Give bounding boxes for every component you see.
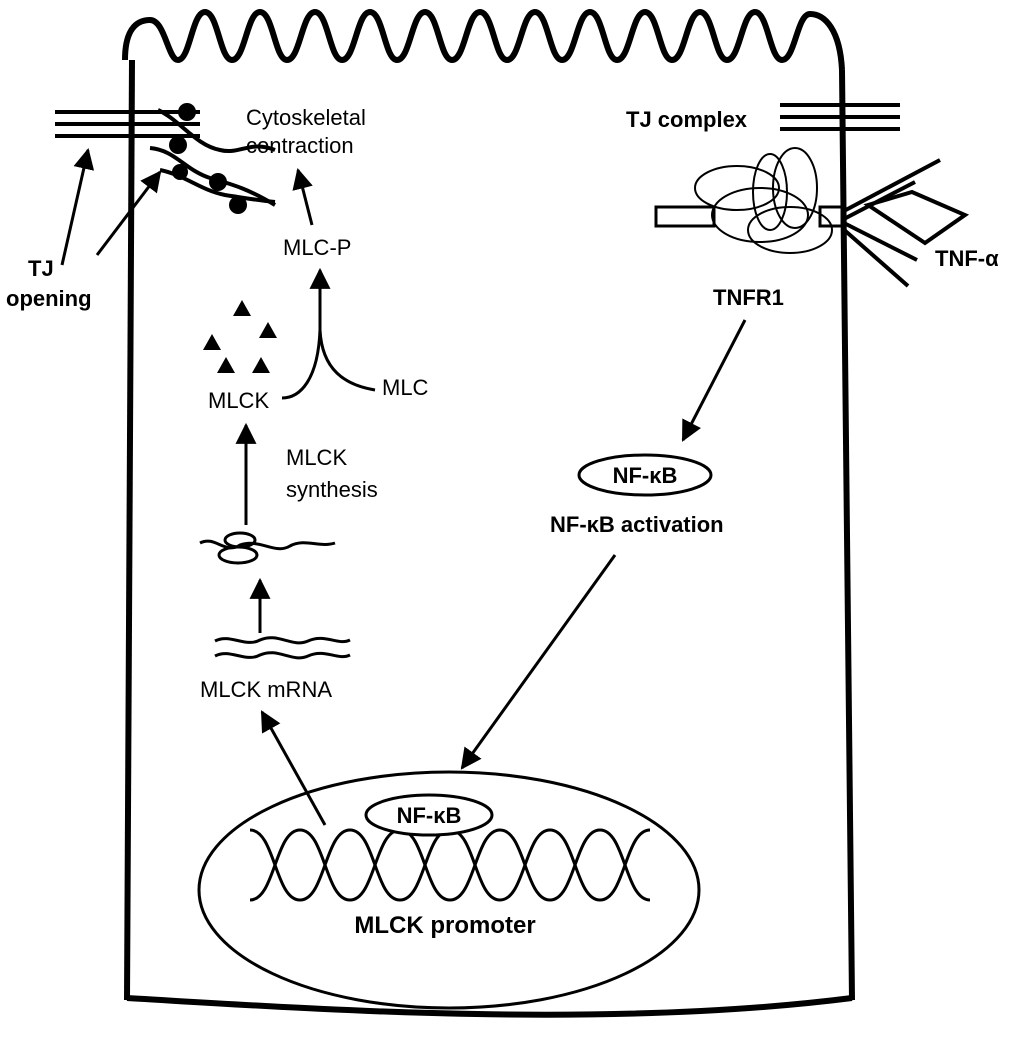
label-cytoskeletal-1: Cytoskeletal <box>246 105 366 130</box>
label-mlck-mrna: MLCK mRNA <box>200 677 332 702</box>
label-mlck-synthesis-2: synthesis <box>286 477 378 502</box>
label-mlc-p: MLC-P <box>283 235 351 260</box>
label-tnfr1: TNFR1 <box>713 285 784 310</box>
dna-helix <box>249 828 651 902</box>
label-nfkb-activation: NF-κB activation <box>550 512 724 537</box>
merge-mlck-mlc <box>281 329 322 400</box>
cytoskeleton <box>149 103 277 214</box>
label-nfkb-nucleus: NF-κB <box>397 803 462 828</box>
mrna <box>214 636 351 660</box>
ribosome <box>199 531 336 565</box>
left-membrane <box>124 59 135 1001</box>
label-mlc: MLC <box>382 375 429 400</box>
label-mlck-synthesis-1: MLCK <box>286 445 347 470</box>
arrow-transcription <box>260 710 327 826</box>
arrow-tnfr1-nfkb <box>681 319 747 442</box>
tnfr1-receptor <box>654 147 844 254</box>
mlck-triangles <box>203 300 277 373</box>
label-mlck-promoter: MLCK promoter <box>354 912 535 939</box>
basal-membrane <box>126 995 853 1018</box>
apical-microvilli <box>122 8 845 71</box>
label-tj-complex: TJ complex <box>626 107 748 132</box>
label-tnf-alpha: TNF-α <box>935 246 999 271</box>
label-tj: TJ <box>28 256 54 281</box>
cell-membrane <box>122 8 855 1018</box>
arrow-tj-opening-2 <box>95 170 162 256</box>
label-mlck: MLCK <box>208 388 269 413</box>
nfkb-cytoplasm-oval <box>577 453 713 497</box>
label-nfkb-cytoplasm: NF-κB <box>613 463 678 488</box>
arrow-tj-opening-1 <box>60 147 95 266</box>
label-cytoskeletal-2: contraction <box>246 133 354 158</box>
label-opening: opening <box>6 286 92 311</box>
nucleus <box>197 770 701 1010</box>
arrow-mlcp-contraction <box>292 167 314 226</box>
nfkb-nucleus-oval <box>364 793 494 837</box>
arrow-nfkb-nucleus <box>460 554 617 770</box>
tj-right <box>780 103 900 131</box>
tnf-alpha-ligand <box>840 158 970 288</box>
